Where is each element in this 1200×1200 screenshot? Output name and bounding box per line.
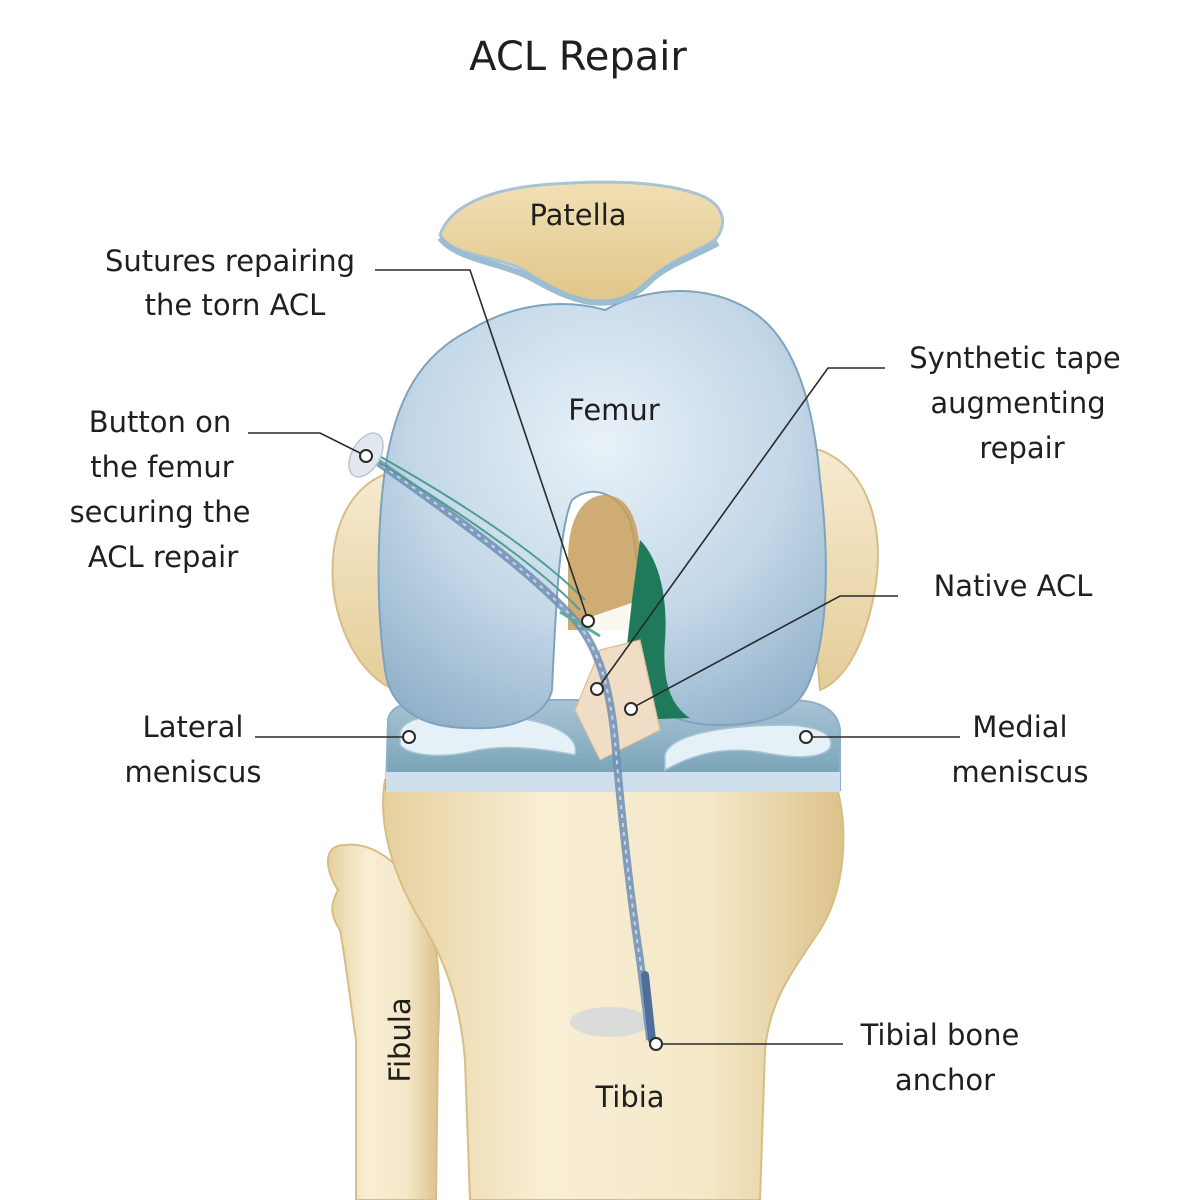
button-callout: Button on the femur securing the ACL rep…	[70, 405, 373, 574]
patella-label: Patella	[529, 198, 626, 232]
synthetic-tape-callout: Synthetic tape augmenting repair	[590, 341, 1121, 696]
sutures-label-line-2: the torn ACL	[145, 288, 326, 322]
sutures-leader	[375, 269, 589, 621]
patella-bone	[437, 180, 724, 306]
medial-meniscus-label-line-1: Medial	[972, 710, 1067, 744]
native-acl-label: Native ACL	[934, 569, 1093, 603]
tibial-anchor-label-line-2: anchor	[895, 1063, 995, 1097]
sutures-marker	[581, 614, 595, 628]
diagram-title: ACL Repair	[469, 34, 687, 80]
lateral-meniscus-marker	[402, 730, 416, 744]
femur-label: Femur	[568, 393, 660, 427]
button-label-line-2: the femur	[90, 450, 233, 484]
tibial-anchor-label-line-1: Tibial bone	[860, 1018, 1020, 1052]
sutures-callout: Sutures repairing the torn ACL	[105, 244, 595, 628]
tape-label-line-3: repair	[979, 431, 1064, 465]
lateral-meniscus-label-line-1: Lateral	[143, 710, 244, 744]
native-acl-marker	[624, 702, 638, 716]
lateral-meniscus-label-line-2: meniscus	[124, 755, 261, 789]
medial-meniscus-label-line-2: meniscus	[951, 755, 1088, 789]
tape-label-line-2: augmenting	[930, 386, 1105, 420]
button-label-line-4: ACL repair	[88, 540, 238, 574]
button-label-line-1: Button on	[89, 405, 231, 439]
suture-tape-construct	[365, 451, 656, 1044]
button-leader	[248, 432, 367, 457]
fibula-label: Fibula	[383, 997, 417, 1082]
tibial-anchor-marker	[649, 1037, 663, 1051]
fibula-bone	[326, 843, 441, 1200]
lateral-meniscus-callout: Lateral meniscus	[124, 710, 416, 789]
tape-leader	[597, 367, 885, 689]
native-acl-ligament	[574, 540, 690, 761]
medial-meniscus-callout: Medial meniscus	[799, 710, 1089, 789]
tibia-bone	[382, 779, 845, 1200]
button-label-line-3: securing the	[70, 495, 251, 529]
tape-label-line-1: Synthetic tape	[909, 341, 1121, 375]
native-acl-callout: Native ACL	[624, 569, 1093, 716]
sutures-label-line-1: Sutures repairing	[105, 244, 355, 278]
native-acl-leader	[631, 595, 898, 709]
button-marker	[359, 449, 373, 463]
tape-marker	[590, 682, 604, 696]
tibia-label: Tibia	[594, 1080, 664, 1114]
medial-meniscus-marker	[799, 730, 813, 744]
tibial-anchor-callout: Tibial bone anchor	[649, 1018, 1020, 1097]
